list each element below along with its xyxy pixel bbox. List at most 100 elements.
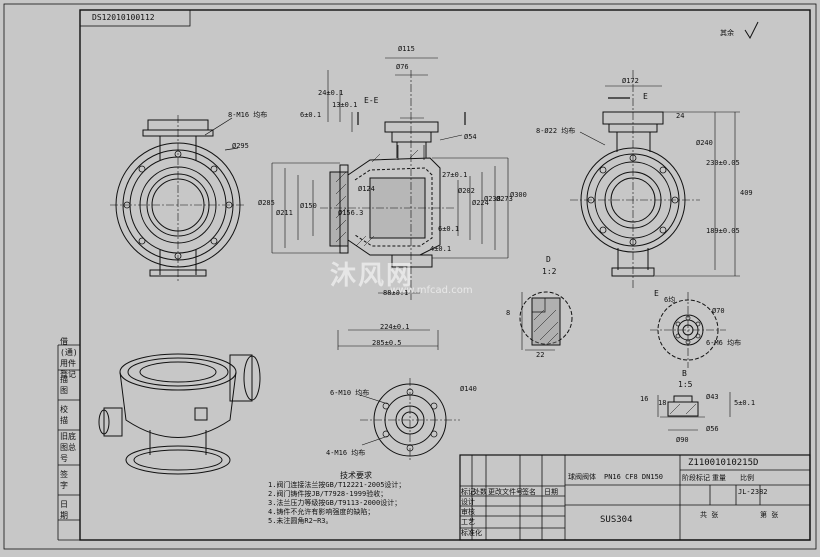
- dim-h18: 18: [658, 399, 667, 407]
- dim-h409: 409: [740, 189, 753, 197]
- title-hdr-3: 签名: [522, 488, 536, 496]
- bottom-flange-view: [359, 378, 460, 462]
- callout-m16-top: 8-M16 均布: [228, 111, 268, 119]
- dim-d140: Ø140: [460, 385, 477, 393]
- note-2: 2.阀门铸件按JB/T7928-1999验收；: [268, 490, 388, 498]
- dim-d8: 8: [506, 309, 511, 317]
- dim-d43: Ø43: [706, 393, 719, 401]
- dim-r4: 4±0.1: [430, 245, 452, 253]
- isometric-view: [98, 353, 261, 475]
- title-scale: 比例: [740, 474, 754, 482]
- title-hdr-1: 处数: [473, 488, 487, 496]
- roughness-note: 其余: [720, 29, 734, 37]
- detail-hole-pattern: [650, 292, 726, 368]
- dim-r6: 6±0.1: [438, 225, 460, 233]
- section-view: [271, 57, 509, 350]
- dim-h6: 6±0.1: [300, 111, 322, 119]
- title-hdr-2: 更改文件号: [488, 488, 523, 496]
- title-sheet2: 第 张: [760, 511, 779, 519]
- detail-d: [519, 291, 573, 351]
- detail-b-label: B: [682, 369, 687, 378]
- dim-d285: Ø285: [258, 199, 275, 207]
- note-5: 5.未注圆角R2~R3。: [268, 517, 333, 525]
- section-label: E-E: [364, 96, 379, 105]
- left-col-old-no: 旧底图总号: [60, 432, 76, 463]
- side-view-right: [570, 70, 740, 290]
- front-view-left: [110, 115, 246, 282]
- note-3: 3.法兰压力等级按GB/T9113-2000设计；: [268, 499, 402, 507]
- dim-b88: 88±0.1: [383, 289, 409, 297]
- drawing-no-box: [79, 9, 191, 27]
- title-drawing-no: Z11001010215D: [688, 458, 759, 468]
- title-row-0: 设计: [461, 498, 475, 506]
- note-1: 1.阀门连接法兰按GB/T12221-2005设计；: [268, 481, 406, 489]
- dim-d295: Ø295: [232, 142, 249, 150]
- dim-d76: Ø76: [396, 63, 409, 71]
- title-code: JL-2382: [738, 488, 768, 496]
- left-col-register: 借(通)用件登记: [60, 336, 78, 379]
- dim-d150: Ø150: [300, 202, 317, 210]
- notes-title: 技术要求: [340, 471, 372, 480]
- inner-frame: [79, 9, 811, 541]
- dim-d211: Ø211: [276, 209, 293, 217]
- dim-h16: 16: [640, 395, 649, 403]
- dim-d273: Ø273: [496, 195, 513, 203]
- dim-d70: Ø70: [712, 307, 725, 315]
- dim-d238: Ø238: [484, 195, 501, 203]
- dim-h13: 13±0.1: [332, 101, 358, 109]
- callout-d22-holes: 8-Ø22 均布: [536, 127, 576, 135]
- view-e-arrow: E: [654, 289, 659, 298]
- roughness-symbol: [744, 21, 759, 40]
- dim-d90: Ø90: [676, 436, 689, 444]
- left-col-sign: 签 字: [60, 470, 68, 490]
- title-spec: PN16 CF8 DN150: [604, 473, 664, 481]
- dim-h189: 189±0.05: [706, 227, 740, 235]
- title-row-1: 审核: [461, 508, 475, 516]
- dim-r27: 27±0.1: [442, 171, 468, 179]
- detail-b: [657, 392, 731, 431]
- dim-d124: Ø124: [358, 185, 375, 193]
- title-hdr-0: 标记: [461, 488, 475, 496]
- dim-h24b: 24: [676, 112, 685, 120]
- dim-d172: Ø172: [622, 77, 639, 85]
- title-hdr-4: 日期: [544, 488, 558, 496]
- left-col-trace: 描 图: [60, 375, 68, 395]
- title-block: [459, 454, 811, 541]
- title-row-3: 标准化: [461, 529, 482, 537]
- title-stage: 阶段标记: [682, 474, 710, 482]
- dim-h230: 230±0.05: [706, 159, 740, 167]
- detail-d-label: D: [546, 255, 551, 264]
- dim-b224: 224±0.1: [380, 323, 410, 331]
- watermark-url: www.mfcad.com: [390, 285, 473, 296]
- dim-h24: 24±0.1: [318, 89, 344, 97]
- note-4: 4.铸件不允许有影响强度的缺陷；: [268, 508, 375, 516]
- outer-border: [3, 3, 817, 550]
- dim-sec22: 22: [536, 351, 545, 359]
- callout-vol: 6均: [664, 296, 676, 304]
- dim-d54: Ø54: [464, 133, 477, 141]
- dim-d224v: Ø224: [472, 199, 489, 207]
- title-part-name: 球阀阀体: [568, 473, 596, 481]
- callout-m6: 6-M6 均布: [706, 339, 742, 347]
- callout-m10: 6-M10 均布: [330, 389, 370, 397]
- title-row-2: 工艺: [461, 518, 475, 526]
- dim-d115: Ø115: [398, 45, 415, 53]
- drawing-number-top: DS12010100112: [92, 13, 155, 22]
- left-col-date: 日 期: [60, 500, 68, 520]
- dim-d300: Ø300: [510, 191, 527, 199]
- callout-m16-bot: 4-M16 均布: [326, 449, 366, 457]
- watermark: 沐风网: [330, 261, 415, 291]
- dim-d240: Ø240: [696, 139, 713, 147]
- left-col-check: 校 描: [60, 405, 68, 425]
- detail-d-scale: 1:2: [542, 267, 557, 276]
- detail-b-scale: 1:5: [678, 380, 693, 389]
- dim-h5: 5±0.1: [734, 399, 756, 407]
- title-weight: 重量: [712, 474, 726, 482]
- left-column: [57, 344, 80, 541]
- view-e-label: E: [643, 92, 648, 101]
- dim-b285: 285±0.5: [372, 339, 402, 347]
- dim-d202: Ø202: [458, 187, 475, 195]
- title-sheet: 共 张: [700, 511, 719, 519]
